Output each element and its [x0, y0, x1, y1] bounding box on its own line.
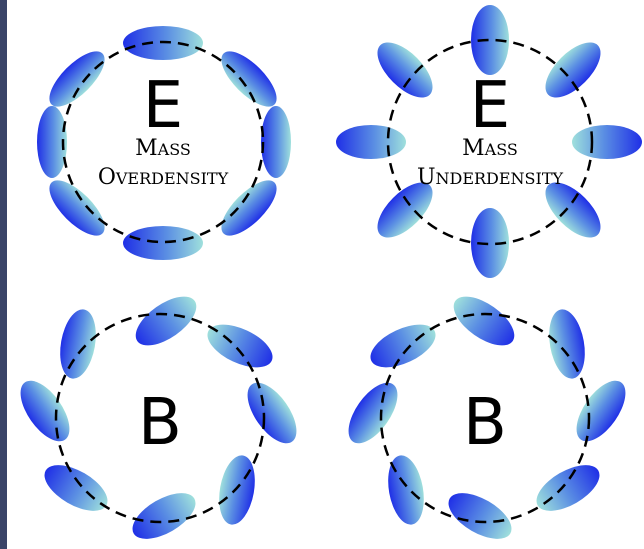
panel-b-right: B — [339, 287, 635, 548]
ellipse — [339, 375, 407, 452]
ellipse — [364, 316, 442, 376]
panel-letter: E — [470, 69, 510, 143]
panel-letter: B — [463, 386, 507, 460]
panel-e-underdensity: E MASS UNDERDENSITY — [336, 5, 642, 278]
panel-letter: B — [138, 386, 182, 460]
caption-line-1: MASS — [135, 136, 191, 161]
ellipse — [529, 456, 607, 520]
ellipse — [544, 307, 590, 382]
ellipse — [41, 43, 113, 115]
ellipse — [383, 453, 429, 528]
ellipse — [261, 106, 291, 178]
ellipse — [213, 43, 285, 115]
ellipse — [37, 456, 115, 520]
panel-letter: E — [143, 69, 183, 143]
caption-line-2: OVERDENSITY — [98, 165, 229, 190]
ellipse — [446, 287, 523, 355]
ellipse — [128, 287, 205, 355]
ellipse — [336, 125, 406, 159]
ellipse — [55, 307, 101, 382]
caption-line-2: UNDERDENSITY — [417, 165, 564, 190]
ellipse — [572, 125, 642, 159]
panel-b-left: B — [11, 287, 306, 548]
ellipse — [123, 226, 203, 260]
ellipse — [238, 375, 306, 452]
ellipse — [214, 453, 260, 528]
ellipse — [201, 316, 279, 376]
ellipse — [368, 33, 442, 107]
ellipse — [567, 373, 635, 450]
ellipse — [536, 33, 610, 107]
caption-line-1: MASS — [462, 136, 518, 161]
ellipse — [11, 373, 79, 450]
ellipse — [441, 484, 519, 548]
panel-e-overdensity: E MASS OVERDENSITY — [37, 26, 291, 260]
